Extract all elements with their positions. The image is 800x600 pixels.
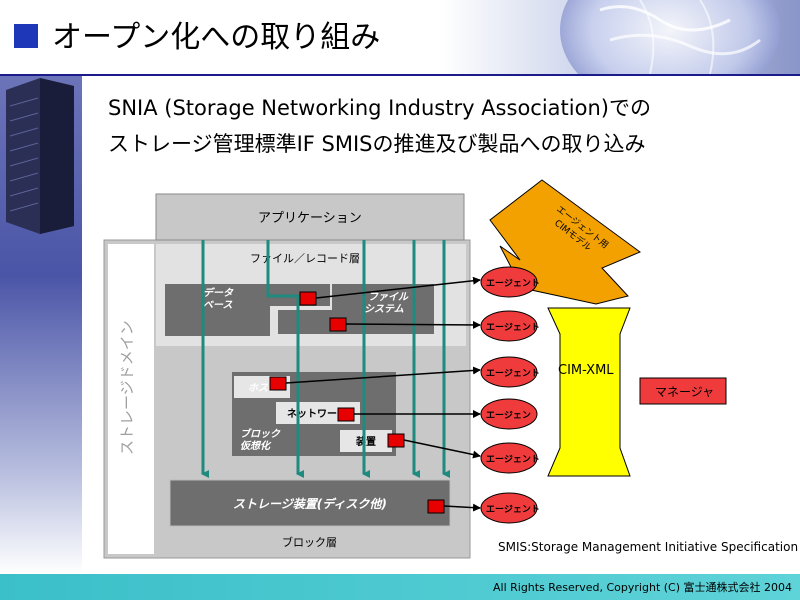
header-rule xyxy=(0,74,800,76)
probe-host xyxy=(269,376,287,391)
subtitle-line-1: SNIA (Storage Networking Industry Associ… xyxy=(108,96,651,120)
manager-label: マネージャ xyxy=(655,385,714,399)
database-label-2: ベース xyxy=(203,300,233,311)
agent-label-5: エージェント xyxy=(486,454,540,465)
agent-label-1: エージェント xyxy=(486,278,540,289)
block-virt-label-2: 仮想化 xyxy=(240,440,272,452)
block-virt-label-1: ブロック xyxy=(240,428,281,440)
page-title: オープン化への取り組み xyxy=(52,20,381,55)
network-label: ネットワーク xyxy=(287,408,347,420)
filesystem-label-2: システム xyxy=(364,304,404,315)
application-box xyxy=(155,193,465,241)
globe-icon xyxy=(540,0,780,74)
title-bullet xyxy=(14,24,38,48)
probe-filesystem xyxy=(329,317,347,332)
agent-2 xyxy=(480,310,538,342)
file-record-label: ファイル／レコード層 xyxy=(250,252,360,265)
subtitle-line-2: ストレージ管理標準IF SMISの推進及び製品への取り込み xyxy=(108,132,646,156)
link-agent-5 xyxy=(403,439,481,459)
filesystem-box xyxy=(278,284,434,334)
link-agent-3 xyxy=(285,366,481,384)
agent-3 xyxy=(480,356,538,388)
link-agent-2 xyxy=(345,320,481,329)
left-decoration xyxy=(0,76,82,574)
footer-band xyxy=(0,574,800,600)
probe-network xyxy=(337,407,355,422)
agent-label-6: エージェント xyxy=(486,504,540,515)
agent-5 xyxy=(480,442,538,474)
link-agent-1 xyxy=(315,276,481,299)
probe-storage xyxy=(427,499,445,514)
application-label: アプリケーション xyxy=(258,211,362,226)
agent-label-4: エージェン xyxy=(486,410,531,421)
cim-xml-bus xyxy=(547,307,631,477)
probe-database xyxy=(299,291,317,306)
agent-group: エージェント エージェント エージェント エージェン エージェント エージェント xyxy=(480,266,540,524)
server-rack-icon xyxy=(6,78,74,234)
storage-device-box xyxy=(169,479,451,527)
agent-4 xyxy=(480,398,538,430)
storage-domain-strip xyxy=(108,244,154,554)
database-label-1: データ xyxy=(203,287,234,299)
device-box xyxy=(340,430,392,452)
spec-footnote: SMIS:Storage Management Initiative Speci… xyxy=(498,540,799,554)
down-arrow-2 xyxy=(266,240,304,478)
manager-box xyxy=(639,377,727,405)
cim-xml-label: CIM-XML xyxy=(558,363,614,378)
storage-device-label: ストレージ装置(ディスク他) xyxy=(233,497,387,511)
probe-device xyxy=(387,433,405,448)
storage-domain-label: ストレージドメイン xyxy=(118,320,136,455)
agent-label-2: エージェント xyxy=(486,322,540,333)
agent-label-3: エージェント xyxy=(486,368,540,379)
agent-6 xyxy=(480,492,538,524)
filesystem-label-1: ファイル xyxy=(368,291,409,303)
agent-1 xyxy=(480,266,538,298)
block-layer-label: ブロック層 xyxy=(282,535,337,549)
copyright-text: All Rights Reserved, Copyright (C) 富士通株式… xyxy=(492,581,792,594)
link-agent-6 xyxy=(443,503,481,512)
